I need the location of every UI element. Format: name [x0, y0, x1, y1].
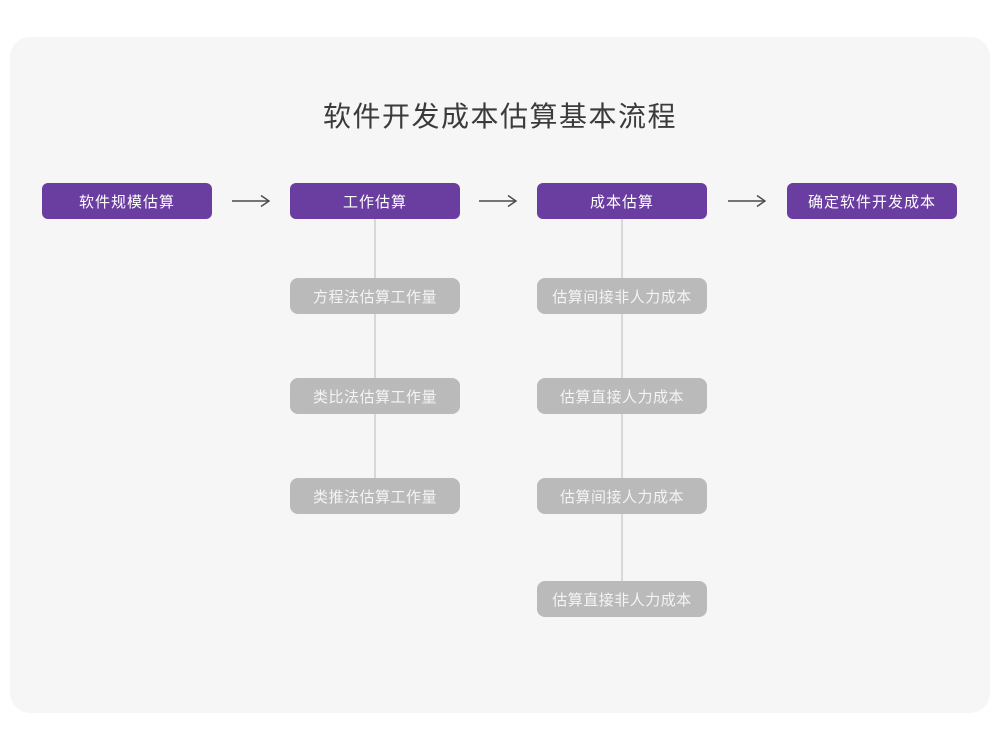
- node-work-estimation: 工作估算: [290, 183, 460, 219]
- arrow-right-icon: [232, 194, 271, 208]
- node-software-scale-estimation: 软件规模估算: [42, 183, 212, 219]
- flow-arrow-3: [726, 193, 768, 209]
- node-direct-labor-cost: 估算直接人力成本: [537, 378, 707, 414]
- node-cost-estimation: 成本估算: [537, 183, 707, 219]
- arrow-right-icon: [728, 194, 767, 208]
- node-equation-method: 方程法估算工作量: [290, 278, 460, 314]
- node-extrapolation-method: 类推法估算工作量: [290, 478, 460, 514]
- flowchart-canvas: 软件开发成本估算基本流程 软件规模估算 工作估算 成本估算 确定软件开发成本: [10, 37, 990, 713]
- flowchart-card: 软件开发成本估算基本流程 软件规模估算 工作估算 成本估算 确定软件开发成本: [10, 37, 990, 713]
- page-title: 软件开发成本估算基本流程: [322, 101, 677, 132]
- node-direct-nonlabor-cost: 估算直接非人力成本: [537, 581, 707, 617]
- connector-work-branch: [374, 219, 376, 497]
- node-indirect-labor-cost: 估算间接人力成本: [537, 478, 707, 514]
- arrow-right-icon: [479, 194, 518, 208]
- flow-arrow-1: [230, 193, 272, 209]
- node-determine-dev-cost: 确定软件开发成本: [787, 183, 957, 219]
- flow-arrow-2: [477, 193, 519, 209]
- node-indirect-nonlabor-cost: 估算间接非人力成本: [537, 278, 707, 314]
- node-analogy-method: 类比法估算工作量: [290, 378, 460, 414]
